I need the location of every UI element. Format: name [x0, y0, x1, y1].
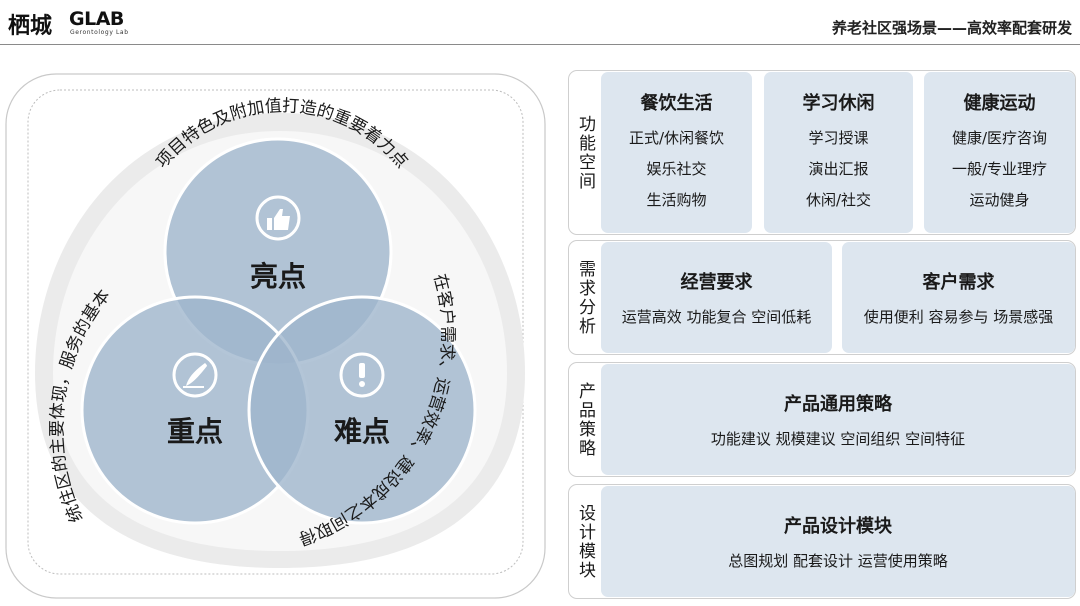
- page-title: 养老社区强场景——高效率配套研发: [831, 19, 1072, 37]
- cell-item: 运动健身: [969, 191, 1030, 209]
- header: 栖城 GLAB Gerontology Lab 养老社区强场景——高效率配套研发: [0, 0, 1080, 46]
- cell-item: 休闲/社交: [805, 191, 872, 209]
- row-label-char: 设计模块: [575, 503, 595, 580]
- logo-subtitle: Gerontology Lab: [70, 29, 129, 36]
- venn-diagram-panel: 亮点 重点 难点 项目特色及附加值打造的重要着力点 区别于传统住区的主要体现，服…: [0, 58, 546, 599]
- row-label-char: 功能空间: [575, 114, 595, 191]
- row-label-product-strategy: 产品策略: [569, 363, 601, 476]
- row-label-char: 需求分析: [575, 259, 595, 336]
- venn-label-focus: 重点: [167, 415, 223, 448]
- cell-item: 娱乐社交: [646, 160, 707, 178]
- cell-learning: 学习休闲 学习授课 演出汇报 休闲/社交: [764, 72, 913, 233]
- cell-item: 健康/医疗咨询: [951, 129, 1048, 147]
- cell-title: 健康运动: [963, 93, 1036, 114]
- cell-customer-needs: 客户需求 使用便利 容易参与 场景感强: [842, 242, 1075, 353]
- exclamation-icon: [339, 352, 385, 398]
- cell-item: 演出汇报: [808, 160, 869, 178]
- cell-operation-requirements: 经营要求 运营高效 功能复合 空间低耗: [601, 242, 832, 353]
- venn-diagram: 亮点 重点 难点 项目特色及附加值打造的重要着力点 区别于传统住区的主要体现，服…: [0, 58, 546, 599]
- cell-general-strategy: 产品通用策略 功能建议 规模建议 空间组织 空间特征: [601, 364, 1075, 475]
- cell-health: 健康运动 健康/医疗咨询 一般/专业理疗 运动健身: [924, 72, 1075, 233]
- cell-design-module: 产品设计模块 总图规划 配套设计 运营使用策略: [601, 486, 1075, 597]
- thumbs-up-icon: [255, 195, 301, 241]
- row-label-demand-analysis: 需求分析: [569, 241, 601, 354]
- venn-label-highlight: 亮点: [250, 260, 306, 293]
- cell-title: 客户需求: [922, 272, 995, 293]
- cell-title: 餐饮生活: [640, 93, 713, 114]
- row-design-module: 设计模块 产品设计模块 总图规划 配套设计 运营使用策略: [568, 484, 1076, 599]
- brush-icon: [172, 352, 218, 398]
- cell-item: 正式/休闲餐饮: [628, 129, 725, 147]
- cell-dining: 餐饮生活 正式/休闲餐饮 娱乐社交 生活购物: [601, 72, 752, 233]
- logo-chinese: 栖城: [8, 13, 53, 39]
- header-divider: [0, 44, 1080, 45]
- cell-item: 学习授课: [808, 129, 869, 147]
- cell-title: 学习休闲: [802, 93, 875, 114]
- row-label-function-space: 功能空间: [569, 71, 601, 234]
- cell-title: 经营要求: [680, 272, 753, 293]
- cell-title: 产品通用策略: [784, 394, 892, 415]
- cell-line: 运营高效 功能复合 空间低耗: [621, 308, 812, 326]
- venn-circle-difficulty: [247, 295, 477, 525]
- cell-line: 功能建议 规模建议 空间组织 空间特征: [710, 430, 966, 448]
- cell-line: 总图规划 配套设计 运营使用策略: [728, 552, 948, 570]
- venn-label-difficulty: 难点: [333, 415, 390, 448]
- row-product-strategy: 产品策略 产品通用策略 功能建议 规模建议 空间组织 空间特征: [568, 362, 1076, 477]
- logo-english: GLAB: [69, 8, 124, 30]
- cell-title: 产品设计模块: [784, 516, 892, 537]
- row-label-design-module: 设计模块: [569, 485, 601, 598]
- cell-item: 生活购物: [646, 191, 707, 209]
- row-function-space: 功能空间 餐饮生活 正式/休闲餐饮 娱乐社交 生活购物 学习休闲 学习授课 演出…: [568, 70, 1076, 235]
- cell-item: 一般/专业理疗: [951, 160, 1048, 178]
- row-label-char: 产品策略: [575, 381, 595, 458]
- cell-line: 使用便利 容易参与 场景感强: [863, 308, 1054, 326]
- row-demand-analysis: 需求分析 经营要求 运营高效 功能复合 空间低耗 客户需求 使用便利 容易参与 …: [568, 240, 1076, 355]
